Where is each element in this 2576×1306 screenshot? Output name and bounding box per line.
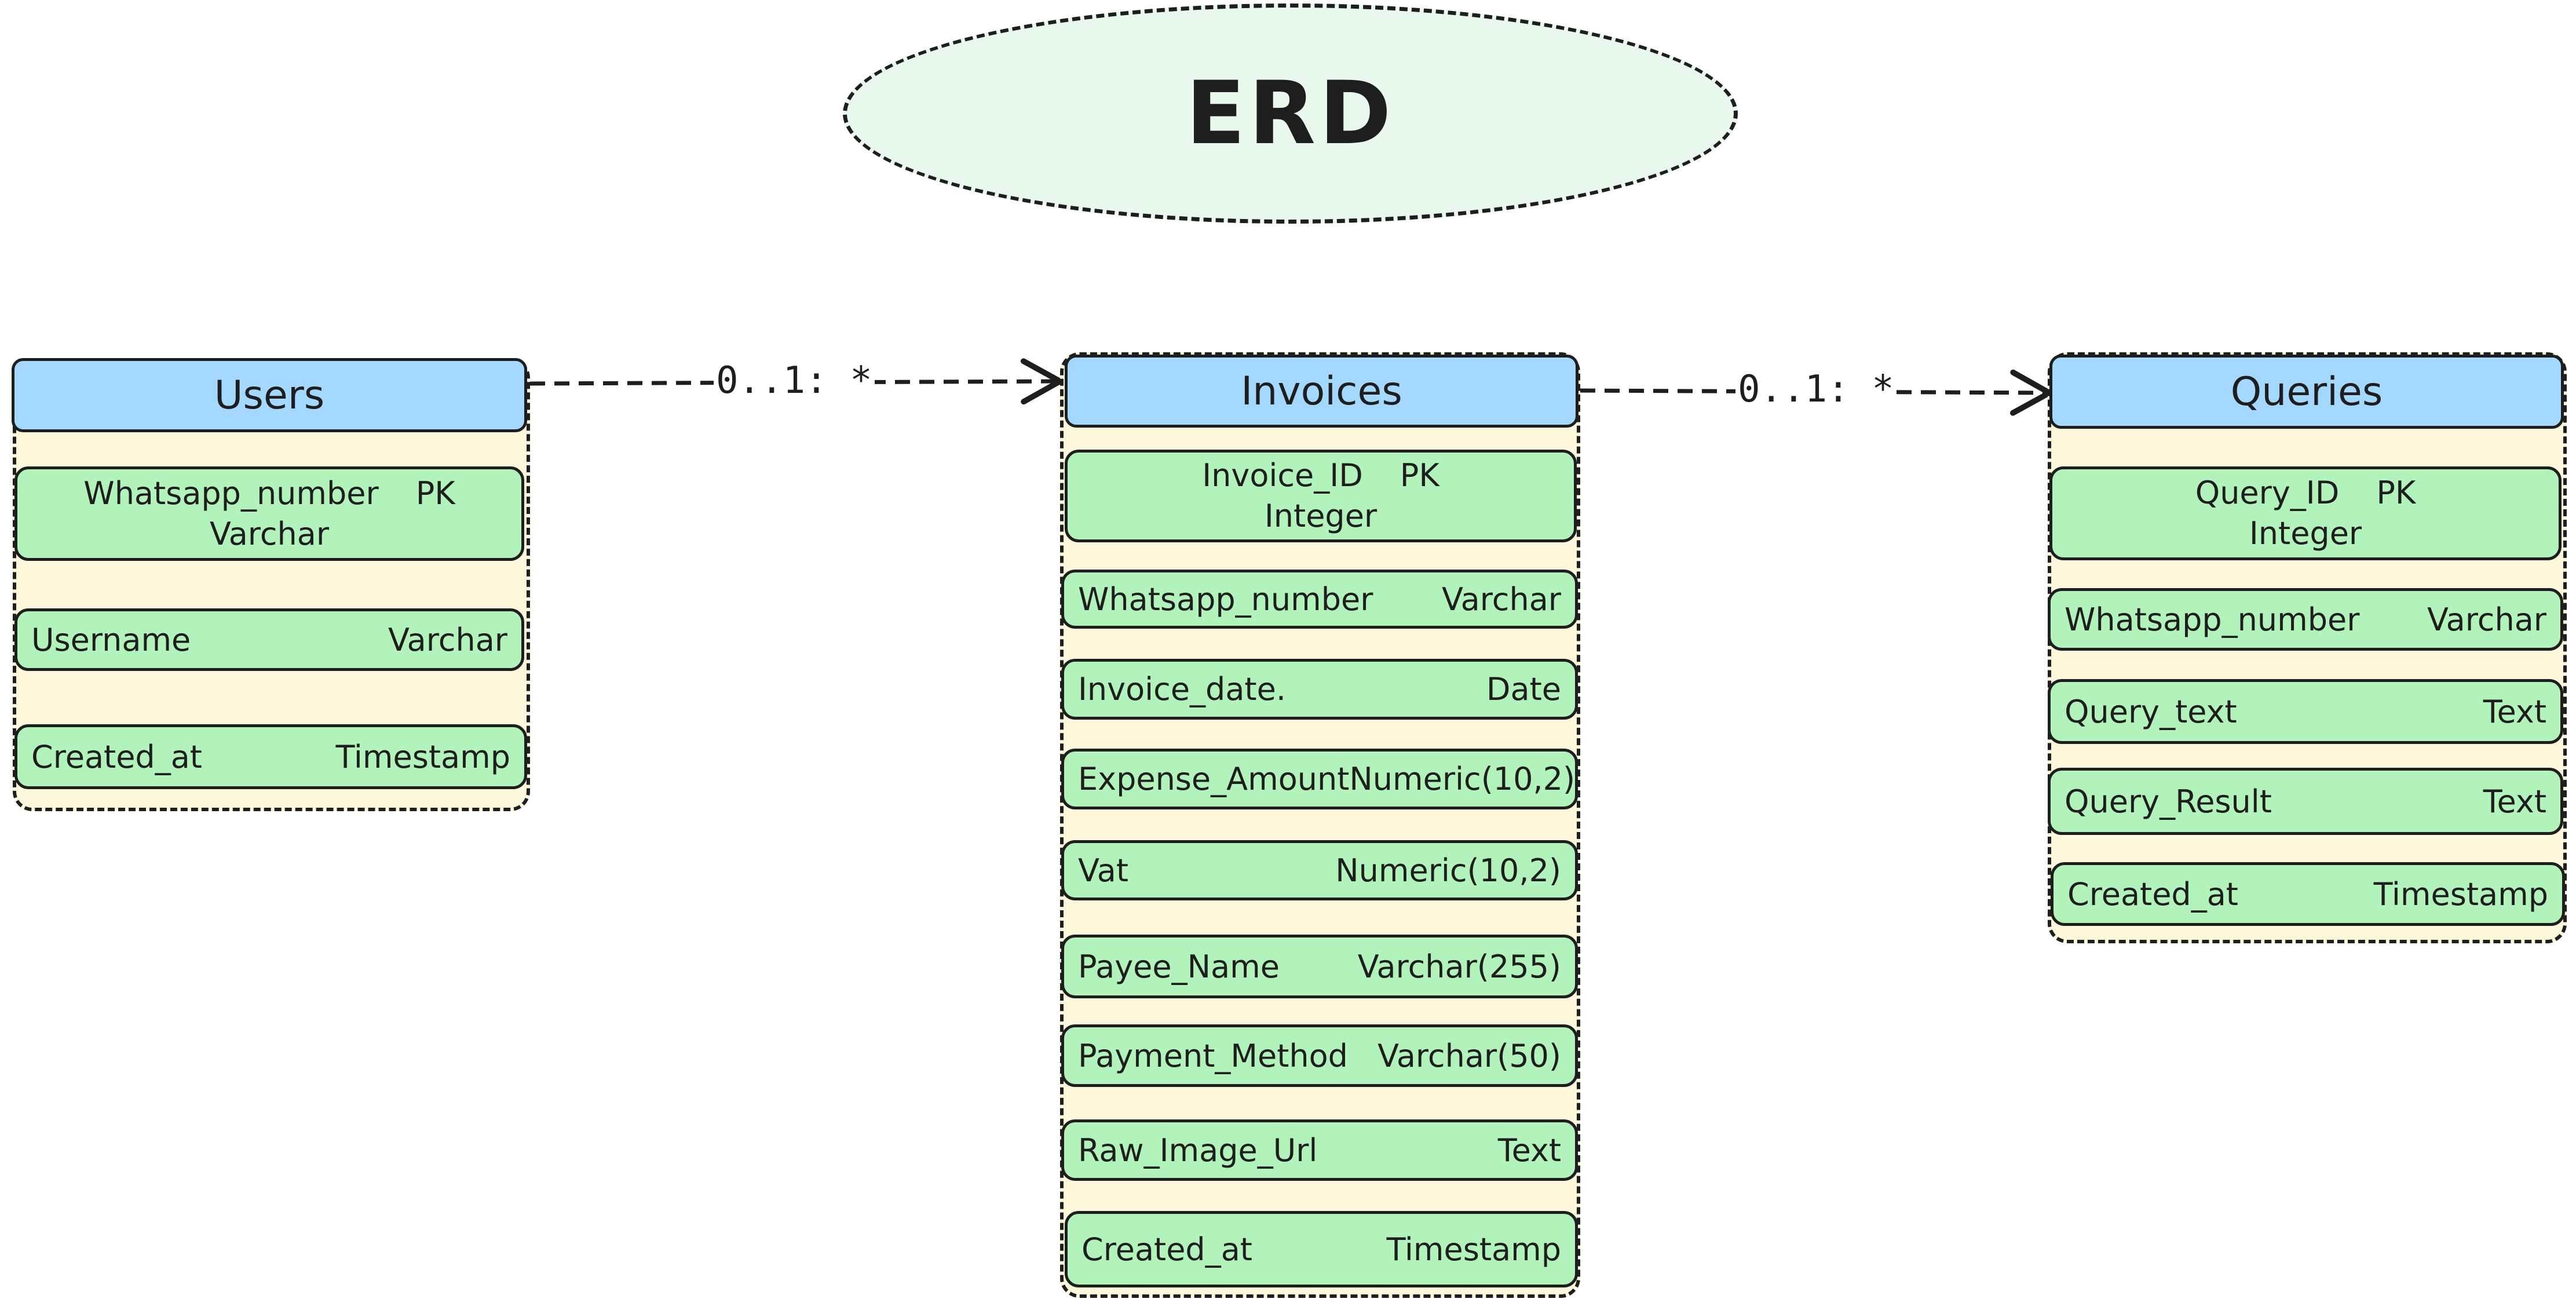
queries-field-row: Whatsapp_number Varchar xyxy=(2048,588,2563,651)
field-type: Varchar xyxy=(388,621,507,658)
entity-invoices-name: Invoices xyxy=(1241,368,1402,414)
entity-queries-header: Queries xyxy=(2049,355,2564,429)
diagram-title: ERD xyxy=(1186,63,1395,164)
invoices-field-row: Vat Numeric(10,2) xyxy=(1061,840,1578,900)
field-name: Query_text xyxy=(2065,693,2237,730)
field-name: Expense_Amount xyxy=(1078,761,1350,797)
invoices-field-row: Whatsapp_number Varchar xyxy=(1061,570,1578,629)
entity-invoices-header: Invoices xyxy=(1065,355,1579,428)
field-type: Varchar(255) xyxy=(1357,948,1561,985)
users-invoices-connector xyxy=(529,358,1063,405)
field-type: Timestamp xyxy=(2373,875,2548,913)
invoices-queries-connector xyxy=(1580,369,2052,416)
field-name: Created_at xyxy=(2067,875,2238,913)
field-type: Date xyxy=(1486,671,1561,707)
invoices-field-row: Payee_Name Varchar(255) xyxy=(1061,935,1578,998)
field-name: Query_Result xyxy=(2065,783,2272,820)
invoices-field-row: Created_at Timestamp xyxy=(1065,1211,1578,1287)
invoices-pk-row: Invoice_ID PK Integer xyxy=(1065,450,1577,542)
diagram-title-ellipse: ERD xyxy=(843,3,1738,224)
queries-pk-name: Query_ID xyxy=(2195,475,2340,511)
users-pk-row: Whatsapp_number PK Varchar xyxy=(14,466,524,561)
queries-pk-tag: PK xyxy=(2376,475,2416,511)
field-name: Payment_Method xyxy=(1078,1037,1348,1074)
field-type: Varchar xyxy=(2427,601,2546,638)
field-name: Raw_Image_Url xyxy=(1078,1132,1318,1169)
field-name: Payee_Name xyxy=(1078,948,1280,985)
users-field-row: Created_at Timestamp xyxy=(14,724,527,789)
invoices-pk-name: Invoice_ID xyxy=(1202,457,1363,494)
field-type: Numeric(10,2) xyxy=(1335,852,1561,889)
queries-pk-type: Integer xyxy=(2249,515,2362,552)
invoices-field-row: Raw_Image_Url Text xyxy=(1061,1119,1578,1181)
field-type: Timestamp xyxy=(1386,1231,1561,1268)
users-pk-tag: PK xyxy=(415,475,455,512)
field-type: Text xyxy=(2483,783,2546,820)
field-name: Created_at xyxy=(1081,1231,1252,1268)
field-name: Whatsapp_number xyxy=(2065,601,2360,638)
users-invoices-cardinality: 0..1: * xyxy=(714,359,875,402)
queries-field-row: Query_text Text xyxy=(2048,679,2563,744)
invoices-pk-tag: PK xyxy=(1400,457,1439,494)
field-type: Varchar(50) xyxy=(1377,1037,1561,1074)
invoices-field-row: Payment_Method Varchar(50) xyxy=(1061,1024,1578,1087)
field-name: Username xyxy=(31,621,191,658)
invoices-field-row: Expense_Amount Numeric(10,2) xyxy=(1061,749,1578,809)
field-type: Varchar xyxy=(1441,581,1561,618)
entity-queries-name: Queries xyxy=(2230,369,2383,415)
queries-field-row: Created_at Timestamp xyxy=(2051,862,2565,926)
users-pk-name: Whatsapp_number xyxy=(83,475,379,512)
field-name: Whatsapp_number xyxy=(1078,581,1373,618)
field-type: Text xyxy=(2483,693,2546,730)
users-pk-type: Varchar xyxy=(209,515,330,552)
entity-users-name: Users xyxy=(214,372,325,418)
field-name: Created_at xyxy=(31,738,202,775)
field-type: Timestamp xyxy=(335,738,510,775)
queries-pk-row: Query_ID PK Integer xyxy=(2049,466,2562,560)
invoices-queries-cardinality: 0..1: * xyxy=(1735,368,1897,411)
invoices-pk-type: Integer xyxy=(1264,498,1377,534)
field-name: Invoice_date. xyxy=(1078,671,1286,707)
entity-users-header: Users xyxy=(12,358,527,432)
field-type: Numeric(10,2) xyxy=(1349,761,1576,797)
users-field-row: Username Varchar xyxy=(14,608,524,671)
invoices-field-row: Invoice_date. Date xyxy=(1061,659,1578,720)
queries-field-row: Query_Result Text xyxy=(2048,768,2563,835)
field-name: Vat xyxy=(1078,852,1129,889)
field-type: Text xyxy=(1497,1132,1561,1169)
